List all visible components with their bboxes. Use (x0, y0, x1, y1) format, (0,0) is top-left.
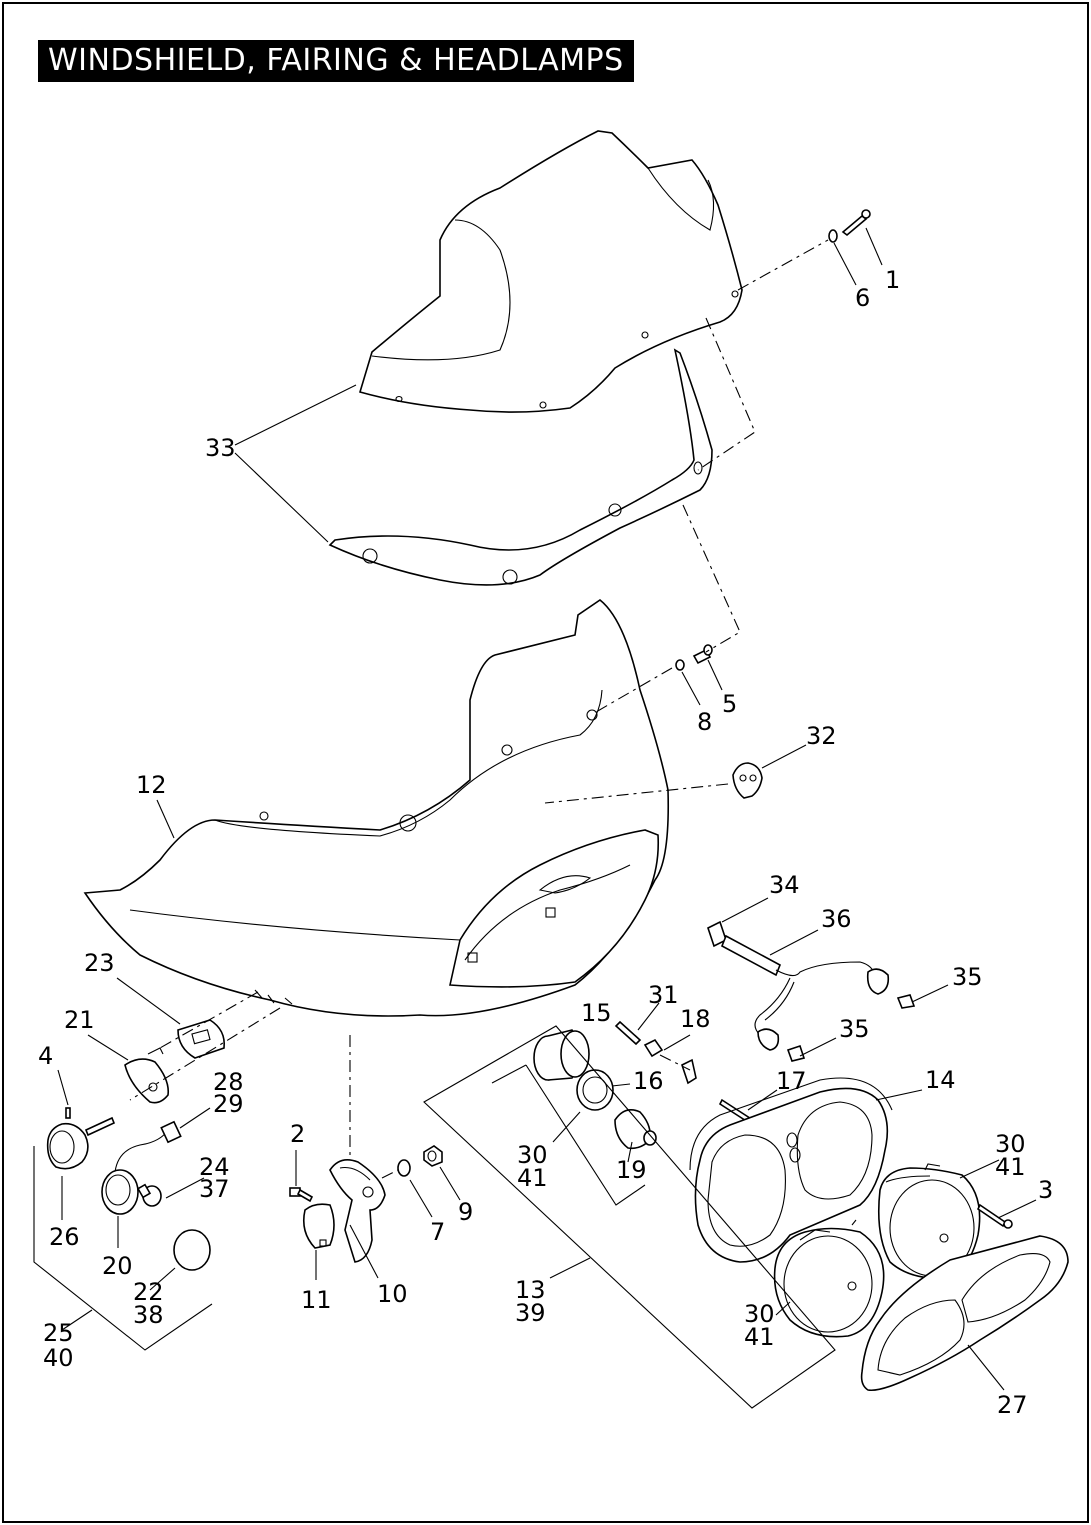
assembly-lines (129, 239, 829, 1179)
callout-10: 10 (377, 1280, 408, 1308)
callout-3: 3 (1038, 1176, 1053, 1204)
callout-4: 4 (38, 1042, 53, 1070)
callout-33: 33 (205, 434, 236, 462)
callout-16: 16 (633, 1067, 664, 1095)
harness-36 (707, 920, 890, 1051)
callout-30-right: 30 (995, 1130, 1026, 1158)
retainer-16 (576, 1069, 614, 1111)
callout-6: 6 (855, 284, 870, 312)
callout-9: 9 (458, 1198, 473, 1226)
callout-25: 25 (43, 1319, 74, 1347)
screw-2 (289, 1187, 314, 1203)
bracket-10 (329, 1159, 386, 1263)
bulb-31 (614, 1020, 642, 1046)
screw-4 (65, 1107, 71, 1119)
callout-7: 7 (430, 1218, 445, 1246)
callout-30-left: 30 (517, 1141, 548, 1169)
washer-8 (675, 659, 685, 671)
callout-19: 19 (616, 1156, 647, 1184)
callout-26: 26 (49, 1223, 80, 1251)
headlamp-30-41-upper (877, 1163, 981, 1279)
callout-1: 1 (885, 266, 900, 294)
callout-5: 5 (722, 690, 737, 718)
socket-harness-28-29 (114, 1120, 182, 1173)
callout-27: 27 (997, 1391, 1028, 1419)
lens-22-38 (173, 1229, 211, 1271)
callout-29: 29 (213, 1090, 244, 1118)
callout-18: 18 (680, 1005, 711, 1033)
callout-32: 32 (806, 722, 837, 750)
bulb-24-37 (136, 1183, 162, 1207)
callout-28: 28 (213, 1068, 244, 1096)
bulb-19 (614, 1109, 657, 1150)
callout-14: 14 (925, 1066, 956, 1094)
callout-40: 40 (43, 1344, 74, 1372)
callout-2: 2 (290, 1120, 305, 1148)
fairing (83, 599, 670, 1017)
page-title: WINDSHIELD, FAIRING & HEADLAMPS (38, 40, 634, 82)
callout-31: 31 (648, 981, 679, 1009)
screw-3 (976, 1203, 1013, 1229)
callout-21: 21 (64, 1006, 95, 1034)
skull-medallion-32 (732, 762, 763, 799)
callout-39: 39 (515, 1299, 546, 1327)
washer-7 (397, 1159, 411, 1177)
callout-41-right: 41 (995, 1153, 1026, 1181)
callout-23: 23 (84, 949, 115, 977)
bulb-35-lower (786, 1044, 806, 1062)
callout-35-upper: 35 (952, 963, 983, 991)
callout-8: 8 (697, 708, 712, 736)
clamp-11 (302, 1203, 335, 1249)
callout-labels: 1 2 3 4 5 6 7 8 9 10 11 12 13 39 14 15 1… (38, 266, 1053, 1419)
callout-37: 37 (199, 1175, 230, 1203)
callout-36: 36 (821, 905, 852, 933)
callout-35-lower: 35 (839, 1015, 870, 1043)
socket-18 (643, 1038, 664, 1058)
callout-30-lower: 30 (744, 1300, 775, 1328)
callout-17: 17 (776, 1067, 807, 1095)
callout-24: 24 (199, 1153, 230, 1181)
callout-38: 38 (133, 1301, 164, 1329)
callout-13: 13 (515, 1276, 546, 1304)
windshield (358, 130, 743, 413)
washer-6 (828, 229, 838, 243)
inner-bezel-14 (689, 1077, 893, 1263)
callout-12: 12 (136, 771, 167, 799)
outer-bezel-27 (860, 1235, 1069, 1392)
bullet-housing-26 (46, 1116, 116, 1170)
headlamp-30-41-lower (773, 1219, 885, 1338)
lamp-assembly-20 (101, 1169, 139, 1215)
callout-34: 34 (769, 871, 800, 899)
callout-20: 20 (102, 1252, 133, 1280)
well-nut-5 (692, 644, 713, 665)
windshield-trim (328, 348, 713, 586)
callout-41-left: 41 (517, 1164, 548, 1192)
mount-21 (124, 1047, 170, 1104)
callout-11: 11 (301, 1286, 332, 1314)
screw-1 (841, 209, 871, 237)
callout-15: 15 (581, 999, 612, 1027)
callout-41-lower: 41 (744, 1323, 775, 1351)
callout-22: 22 (133, 1278, 164, 1306)
nut-9 (423, 1145, 443, 1167)
bracket-17-clip (681, 1058, 697, 1085)
trim-ring-15 (533, 1029, 590, 1081)
bulb-35-upper (896, 994, 916, 1009)
leader-lines (33, 227, 1037, 1409)
gasket-23 (177, 1019, 226, 1059)
